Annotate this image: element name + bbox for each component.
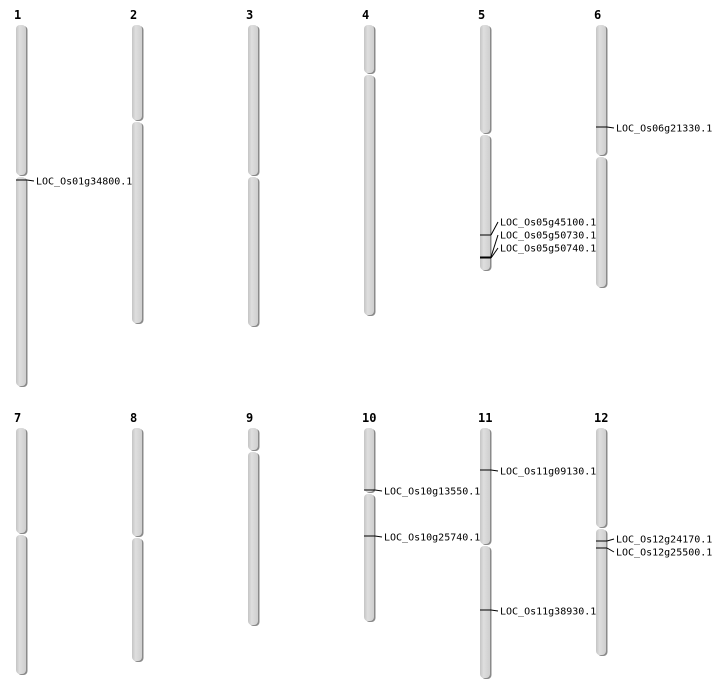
short-arm bbox=[364, 25, 374, 73]
chromosome-number: 7 bbox=[14, 411, 21, 425]
marker-leader bbox=[490, 609, 499, 612]
long-arm bbox=[132, 122, 142, 323]
long-arm bbox=[132, 538, 142, 661]
chromosome-number: 9 bbox=[246, 411, 253, 425]
marker-leader bbox=[490, 221, 499, 236]
chromosome-number: 12 bbox=[594, 411, 608, 425]
short-arm bbox=[16, 25, 26, 175]
long-arm bbox=[596, 529, 606, 655]
marker-leader bbox=[490, 247, 499, 259]
marker-leader bbox=[374, 489, 383, 492]
short-arm bbox=[596, 428, 606, 527]
chromosome-number: 3 bbox=[246, 8, 253, 22]
marker-label: LOC_Os11g09130.1 bbox=[500, 467, 596, 478]
marker-leader bbox=[374, 535, 383, 538]
marker-label: LOC_Os05g50730.1 bbox=[500, 231, 596, 242]
chromosome-3: 3 bbox=[246, 8, 260, 327]
long-arm bbox=[16, 535, 26, 674]
marker-label: LOC_Os12g24170.1 bbox=[616, 535, 712, 546]
chromosome-4: 4 bbox=[362, 8, 376, 316]
short-arm bbox=[248, 25, 258, 175]
marker-leader bbox=[490, 234, 499, 258]
chromosome-number: 8 bbox=[130, 411, 137, 425]
long-arm bbox=[364, 75, 374, 315]
chromosome-8: 8 bbox=[130, 411, 144, 662]
marker-label: LOC_Os01g34800.1 bbox=[36, 177, 132, 188]
marker-label: LOC_Os12g25500.1 bbox=[616, 548, 712, 559]
short-arm bbox=[480, 428, 490, 544]
marker-leader bbox=[26, 179, 35, 182]
short-arm bbox=[132, 25, 142, 120]
chromosome-number: 5 bbox=[478, 8, 485, 22]
chromosome-number: 10 bbox=[362, 411, 376, 425]
marker-label: LOC_Os11g38930.1 bbox=[500, 607, 596, 618]
chromosome-number: 6 bbox=[594, 8, 601, 22]
chromosome-number: 11 bbox=[478, 411, 492, 425]
marker-leader bbox=[490, 469, 499, 472]
chromosome-5: 5LOC_Os05g45100.1LOC_Os05g50730.1LOC_Os0… bbox=[478, 8, 596, 271]
marker-leader bbox=[606, 547, 615, 553]
chromosome-7: 7 bbox=[14, 411, 28, 675]
chromosome-9: 9 bbox=[246, 411, 260, 626]
chromosome-number: 1 bbox=[14, 8, 21, 22]
short-arm bbox=[248, 428, 258, 450]
chromosome-2: 2 bbox=[130, 8, 144, 324]
long-arm bbox=[596, 157, 606, 287]
marker-label: LOC_Os05g45100.1 bbox=[500, 218, 596, 229]
long-arm bbox=[364, 494, 374, 621]
long-arm bbox=[248, 452, 258, 625]
marker-label: LOC_Os10g13550.1 bbox=[384, 487, 480, 498]
chromosome-number: 4 bbox=[362, 8, 369, 22]
long-arm bbox=[248, 177, 258, 326]
marker-leader bbox=[606, 538, 615, 542]
short-arm bbox=[16, 428, 26, 533]
marker-label: LOC_Os05g50740.1 bbox=[500, 244, 596, 255]
short-arm bbox=[132, 428, 142, 536]
marker-label: LOC_Os06g21330.1 bbox=[616, 124, 712, 135]
long-arm bbox=[480, 135, 490, 270]
marker-label: LOC_Os10g25740.1 bbox=[384, 533, 480, 544]
short-arm bbox=[364, 428, 374, 492]
short-arm bbox=[596, 25, 606, 155]
chromosome-number: 2 bbox=[130, 8, 137, 22]
marker-leader bbox=[606, 126, 615, 129]
short-arm bbox=[480, 25, 490, 133]
long-arm bbox=[480, 546, 490, 678]
long-arm bbox=[16, 177, 26, 386]
